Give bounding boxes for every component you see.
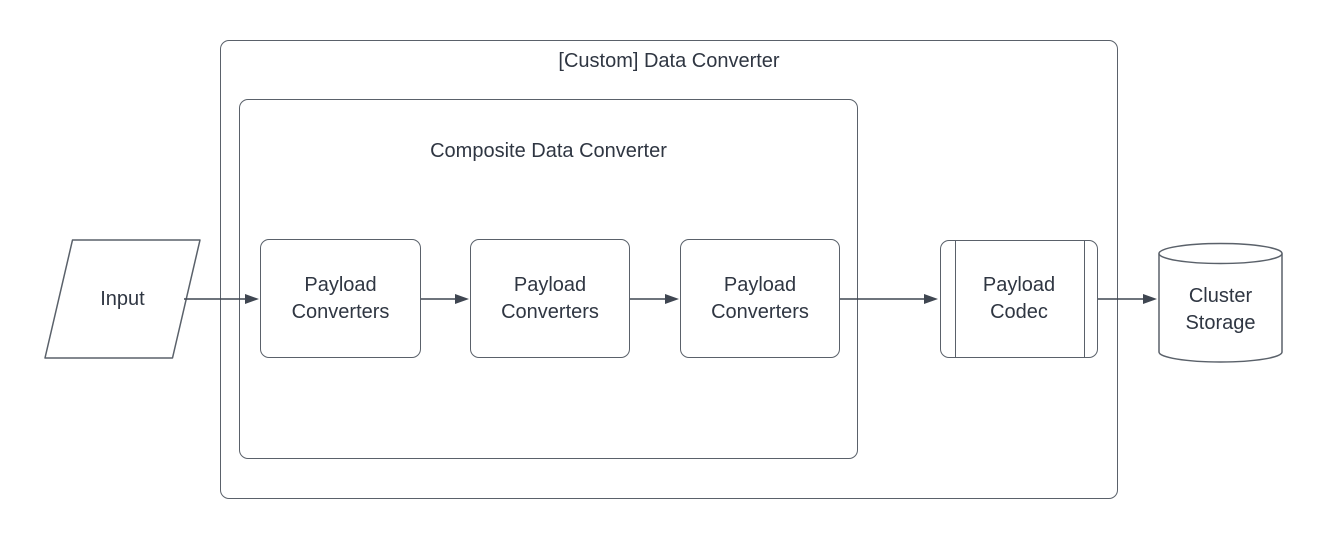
node-payload-converters-2: Payload Converters <box>470 239 630 358</box>
custom-data-converter-label: [Custom] Data Converter <box>558 50 780 72</box>
composite-data-converter-label: Composite Data Converter <box>430 140 667 162</box>
node-payload-codec: Payload Codec <box>940 240 1098 358</box>
node-payload-converters-2-label: Payload Converters <box>501 273 599 323</box>
node-cluster-storage-label: Cluster Storage <box>1185 285 1256 334</box>
node-payload-converters-1-label: Payload Converters <box>291 273 390 323</box>
node-payload-codec-label: Payload Codec <box>982 274 1056 323</box>
node-payload-converters-3: Payload Converters <box>680 239 840 358</box>
payload-codec-right-bar <box>1084 241 1085 357</box>
node-cluster-storage: Cluster Storage <box>1159 240 1282 358</box>
node-payload-converters-3-label: Payload Converters <box>711 273 809 323</box>
node-payload-converters-1: Payload Converters <box>260 239 421 358</box>
payload-codec-left-bar <box>955 241 956 357</box>
node-input: Input <box>45 240 200 358</box>
custom-data-converter-container: [Custom] Data Converter <box>220 40 1118 499</box>
composite-data-converter-container: Composite Data Converter <box>239 99 858 459</box>
node-input-label: Input <box>100 287 145 310</box>
